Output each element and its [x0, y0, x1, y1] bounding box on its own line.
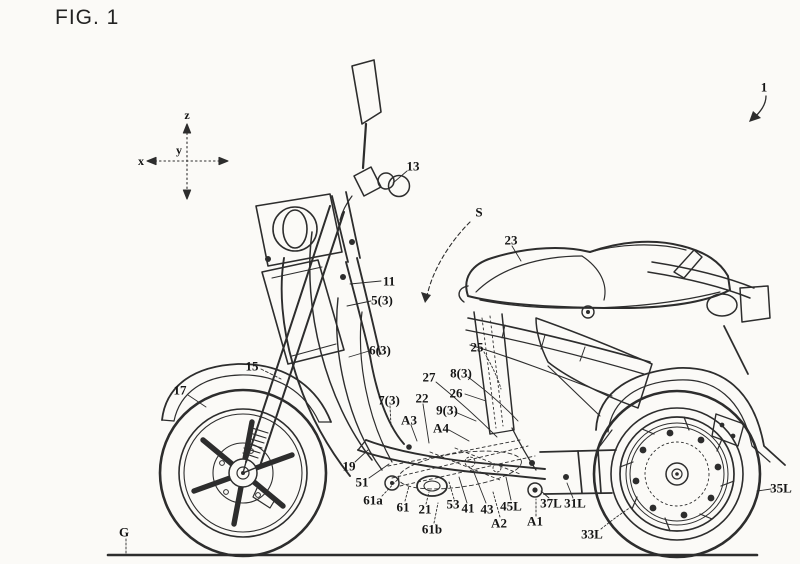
front-fender: [161, 363, 332, 423]
steering-column: [331, 191, 361, 280]
reference-arrow-1: [749, 95, 767, 122]
headlight: [255, 193, 343, 267]
leader-lines: [125, 170, 772, 554]
rear-rack: [647, 249, 771, 375]
figure-title: FIG. 1: [55, 6, 120, 29]
swingarm: [527, 449, 617, 498]
leg-shield: [280, 231, 393, 477]
axis-indicator-icon: [146, 123, 229, 200]
frame-down-tube: [345, 257, 405, 445]
front-basket: [261, 256, 345, 365]
rear-wheel: [592, 389, 762, 559]
rear-fender: [595, 367, 786, 466]
mirror: [351, 59, 382, 170]
rear-side-panel: [535, 317, 653, 417]
center-stand: [384, 475, 448, 497]
section-arrow: [421, 221, 471, 303]
seat: [458, 240, 731, 319]
handlebar-grip: [339, 166, 411, 221]
front-wheel: [158, 388, 328, 558]
